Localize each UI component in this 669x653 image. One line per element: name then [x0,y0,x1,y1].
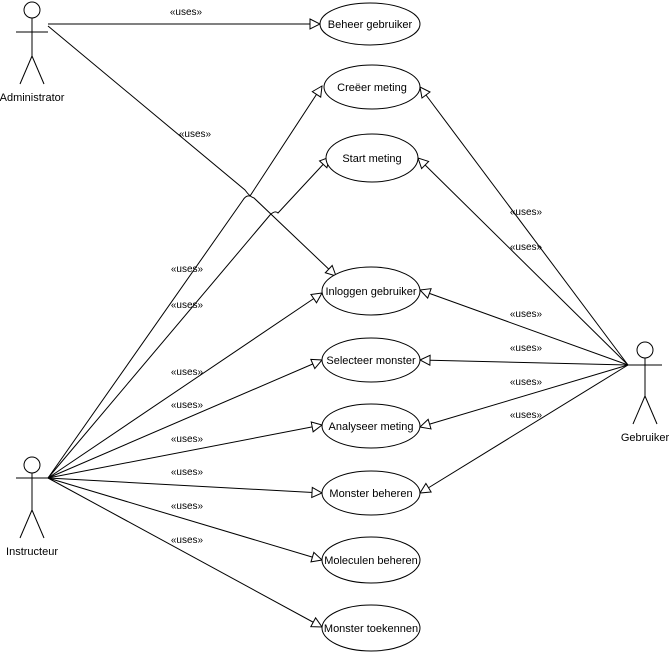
assoc-instr-toekennen [47,477,322,627]
assoc-instr-start [47,157,330,479]
use-case-monster-beheren-label: Monster beheren [329,488,412,500]
assoc-instr-moleculen [47,477,322,560]
use-case-moleculen-beheren-label: Moleculen beheren [324,555,418,567]
use-case-start-meting-label: Start meting [342,153,401,165]
use-case-inloggen-gebruiker [321,266,421,316]
use-case-moleculen-beheren [321,536,421,584]
assoc-gebr-monster-beheren [420,364,629,493]
actor-head-icon [636,341,654,359]
actor-instructeur-label: Instructeur [6,546,58,558]
assoc-instr-creeer [47,86,322,479]
use-case-start-meting [325,133,419,183]
use-case-beheer-gebruiker [319,2,421,46]
uses-label: «uses» [510,309,543,320]
uses-label: «uses» [171,535,204,546]
use-case-creeer-meting [323,64,421,110]
uses-label: «uses» [510,343,543,354]
use-case-monster-toekennen-label: Monster toekennen [324,623,418,635]
uses-label: «uses» [170,7,203,18]
use-case-selecteer-monster-label: Selecteer monster [326,355,416,367]
uses-label: «uses» [179,129,212,140]
uses-label: «uses» [171,501,204,512]
uses-label: «uses» [510,242,543,253]
uses-label: «uses» [171,264,204,275]
assoc-gebr-creeer [420,87,629,366]
assoc-gebr-start [418,158,629,366]
assoc-gebr-analyseer [420,364,629,427]
use-case-inloggen-gebruiker-label: Inloggen gebruiker [325,286,416,298]
actor-instructeur [16,456,48,539]
uses-label: «uses» [171,367,204,378]
uses-label: «uses» [171,400,204,411]
assoc-instr-inloggen [47,293,322,479]
assoc-gebr-selecteer [420,360,629,365]
actor-gebruiker-label: Gebruiker [621,432,669,444]
assoc-admin-inloggen [47,25,336,276]
use-case-monster-beheren [321,470,421,516]
use-case-selecteer-monster [321,337,421,383]
use-case-analyseer-meting-label: Analyseer meting [329,421,414,433]
uses-label: «uses» [510,207,543,218]
assoc-instr-monster-beheren [47,477,322,493]
actor-gebruiker [628,341,662,425]
actor-head-icon [23,456,41,474]
use-case-monster-toekennen [321,604,421,652]
use-case-analyseer-meting [321,403,421,449]
use-case-creeer-meting-label: Creëer meting [337,82,407,94]
actor-administrator [16,1,48,85]
assoc-instr-selecteer [47,360,322,479]
assoc-gebr-inloggen [420,290,629,366]
actor-head-icon [23,1,41,19]
uses-label: «uses» [171,434,204,445]
use-case-beheer-gebruiker-label: Beheer gebruiker [328,19,413,31]
uses-label: «uses» [171,467,204,478]
actor-administrator-label: Administrator [0,92,65,104]
uses-label: «uses» [510,377,543,388]
assoc-instr-analyseer [47,425,322,479]
uses-label: «uses» [171,300,204,311]
uses-label: «uses» [510,410,543,421]
